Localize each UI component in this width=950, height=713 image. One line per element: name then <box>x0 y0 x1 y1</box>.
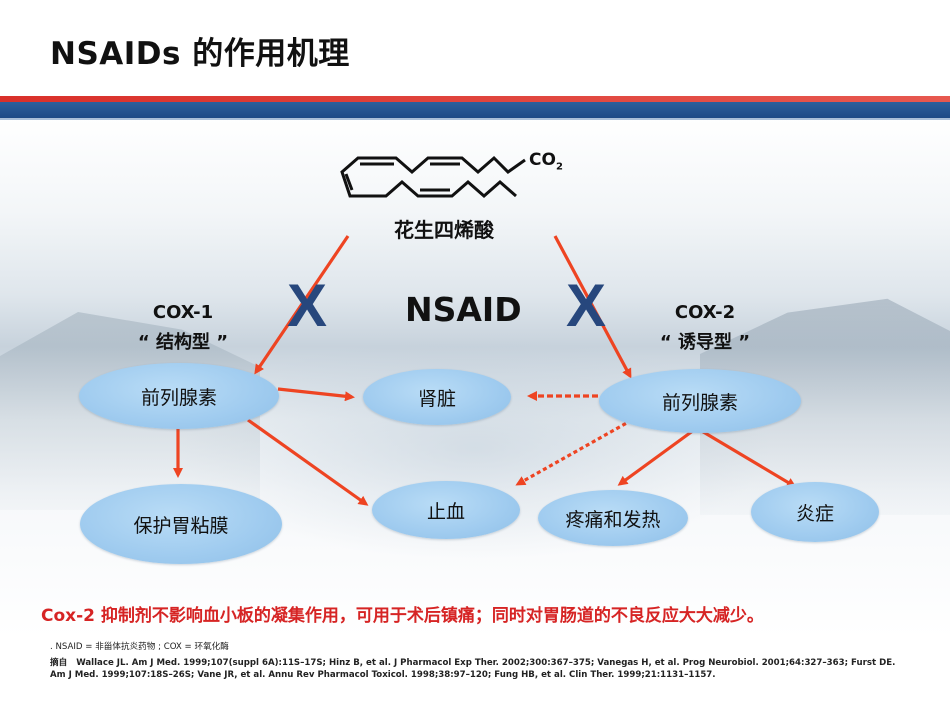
inhibit-cross-right: X <box>566 272 607 339</box>
node-prostaglandin-right-label: 前列腺素 <box>661 391 738 414</box>
node-prostaglandin-right: 前列腺素 <box>599 369 801 433</box>
co2-group: CO2 <box>529 150 563 172</box>
inhibit-cross-left: X <box>287 272 328 339</box>
co2-label: CO <box>529 150 556 170</box>
page-title: NSAIDs 的作用机理 <box>50 36 350 72</box>
cox1-name: COX-1 <box>152 302 214 323</box>
footnote-reference-list: Wallace JL. Am J Med. 1999;107(suppl 6A)… <box>50 658 896 680</box>
header-stripe-thin <box>0 118 950 120</box>
header-stripe-blue <box>0 102 950 118</box>
node-pain-fever: 疼痛和发热 <box>538 490 688 546</box>
cox2-type: “ 诱导型 ” <box>659 332 751 353</box>
header-stripe-red <box>0 96 950 102</box>
node-inflammation-label: 炎症 <box>795 502 834 525</box>
node-hemostasis-label: 止血 <box>426 500 465 523</box>
arrows-cox-pathway <box>173 235 797 506</box>
cox2-name: COX-2 <box>674 302 736 323</box>
footnote-references: 摘自 Wallace JL. Am J Med. 1999;107(suppl … <box>50 657 905 681</box>
node-kidney-label: 肾脏 <box>417 387 456 410</box>
conclusion-text: Cox-2 抑制剂不影响血小板的凝集作用，可用于术后镇痛；同时对胃肠道的不良反应… <box>41 606 764 626</box>
footnote-source-prefix: 摘自 <box>50 658 68 668</box>
node-inflammation: 炎症 <box>751 482 879 542</box>
node-kidney: 肾脏 <box>363 369 511 425</box>
footnote-abbreviations: . NSAID = 非甾体抗炎药物 ; COX = 环氧化酶 <box>50 642 229 652</box>
node-stomach-protection-label: 保护胃粘膜 <box>133 514 229 537</box>
nsaid-label: NSAID <box>405 290 522 329</box>
arachidonic-acid-structure <box>340 155 526 198</box>
node-stomach-protection: 保护胃粘膜 <box>80 484 282 564</box>
molecule-name: 花生四烯酸 <box>394 218 494 242</box>
node-hemostasis: 止血 <box>372 481 520 539</box>
co2-subscript: 2 <box>555 161 563 173</box>
cox1-type: “ 结构型 ” <box>137 332 229 353</box>
node-pain-fever-label: 疼痛和发热 <box>565 508 661 531</box>
node-prostaglandin-left-label: 前列腺素 <box>140 386 217 409</box>
node-prostaglandin-left: 前列腺素 <box>79 363 279 429</box>
